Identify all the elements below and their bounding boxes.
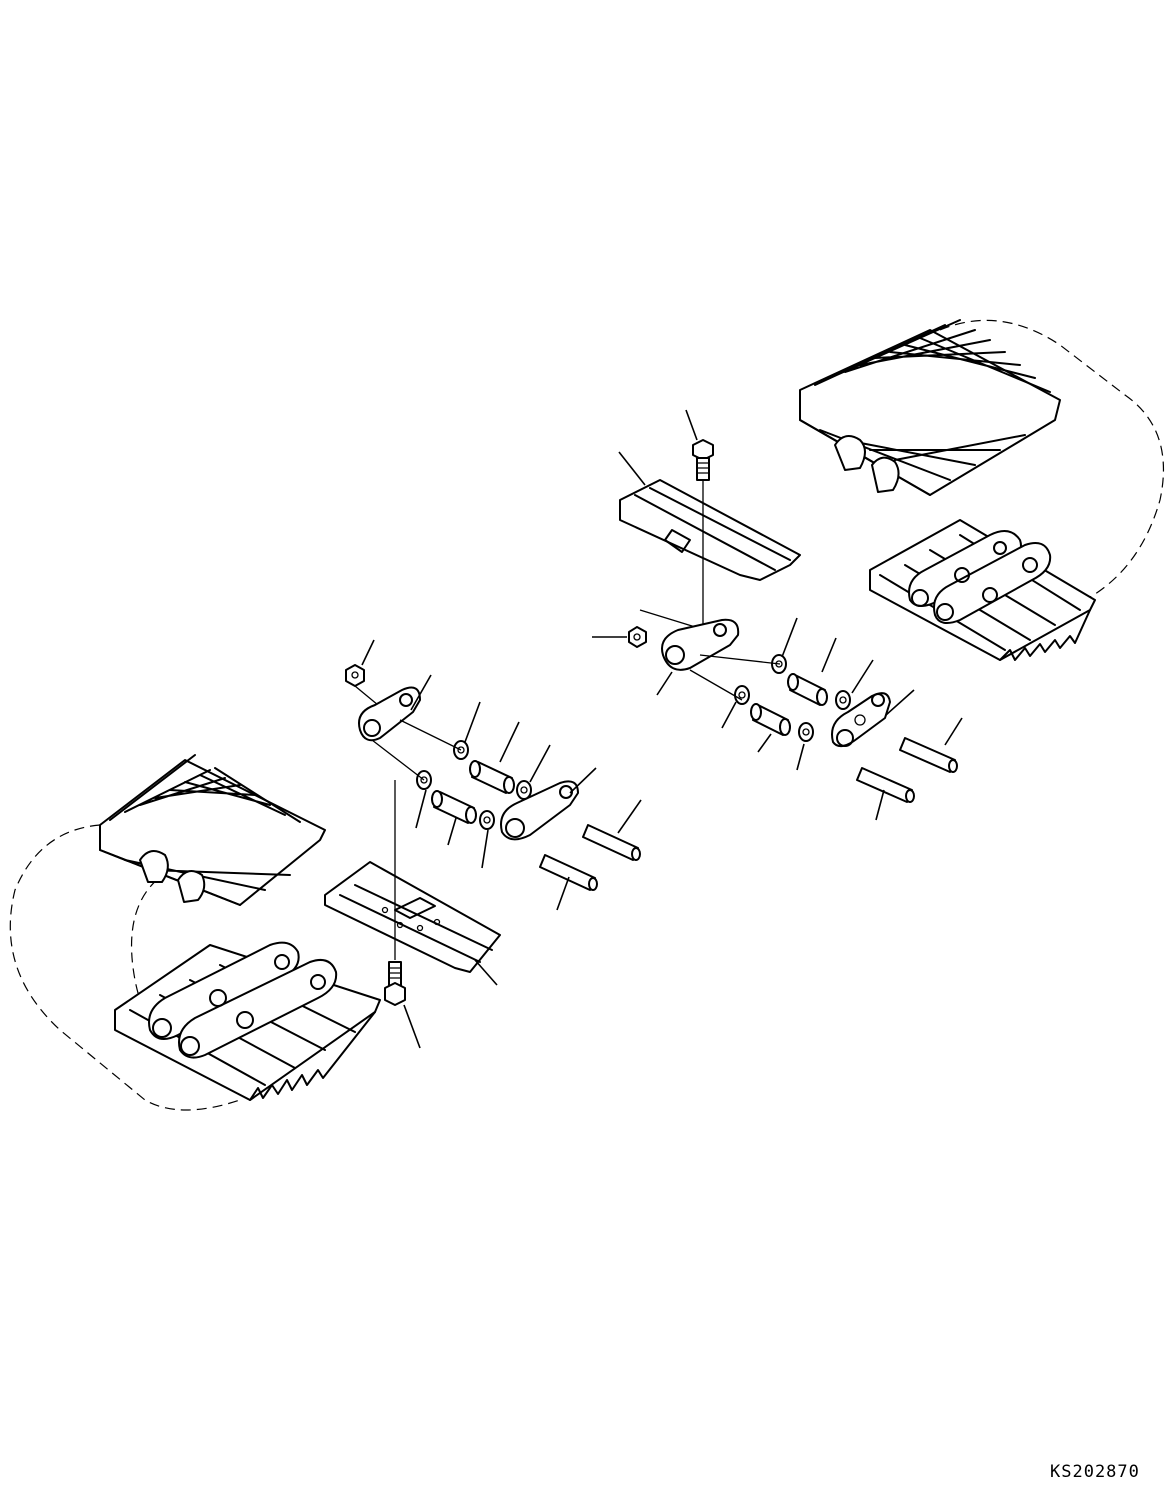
shoe-bolt-lower [384, 780, 406, 1006]
master-link-upper-right-half [831, 692, 891, 748]
track-pin-upper-1 [899, 737, 958, 773]
seal-ring-upper-3 [734, 685, 750, 705]
exploded-parts-upper [592, 409, 963, 821]
bushing-upper-1 [787, 673, 828, 706]
master-link-lower-right-half [500, 780, 579, 841]
track-section-upper-right [799, 319, 1165, 661]
bushing-upper-2 [750, 703, 791, 736]
track-shoes-lower-left [99, 754, 326, 906]
track-shoe-plate-lower [324, 861, 501, 973]
track-shoes-upper [799, 319, 1061, 496]
track-pin-lower-2 [539, 854, 598, 891]
seal-ring-lower-2 [516, 780, 532, 800]
track-chain-lower-left [114, 941, 381, 1101]
shoe-bolt-upper [692, 439, 714, 625]
track-chain-upper-right [869, 519, 1096, 661]
master-link-lower-left-half [358, 686, 421, 742]
track-pin-lower-1 [582, 824, 641, 861]
seal-ring-lower-4 [479, 810, 495, 830]
track-shoe-plate-upper [619, 479, 801, 581]
track-pin-upper-2 [856, 767, 915, 803]
master-link-upper-left-half [661, 618, 740, 671]
figure-code: KS202870 [1050, 1462, 1140, 1482]
seal-ring-upper-2 [835, 690, 851, 710]
seal-ring-upper-4 [798, 722, 814, 742]
bushing-lower-1 [469, 760, 515, 794]
exploded-parts-lower [324, 639, 642, 1049]
track-section-lower-left [9, 754, 381, 1111]
bushing-lower-2 [431, 790, 477, 824]
